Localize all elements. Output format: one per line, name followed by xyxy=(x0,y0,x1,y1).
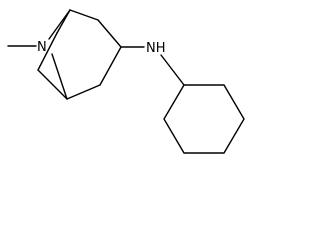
tropane-ring xyxy=(37,9,122,100)
bond-c2-to-c3 xyxy=(97,19,122,48)
bond-c4-to-bridgehead-bottom xyxy=(66,84,101,100)
atom-label-bridge-nitrogen: N xyxy=(37,40,47,55)
cyclohexane-ring xyxy=(163,84,245,154)
bond-c6-to-bridgehead-bottom xyxy=(37,69,68,100)
bond-c3-to-c4 xyxy=(99,46,122,86)
chemical-structure-diagram: N NH xyxy=(7,9,245,154)
atom-label-amine-nh: NH xyxy=(146,41,166,56)
bond-c7-to-c6 xyxy=(37,32,58,71)
bond-bridgehead-top-to-c2 xyxy=(69,9,99,21)
bond-nh-to-cyclohexyl xyxy=(160,54,185,86)
bond-n-to-bridgehead-bottom xyxy=(51,53,68,100)
bond-bridgehead-top-to-n xyxy=(48,9,71,40)
